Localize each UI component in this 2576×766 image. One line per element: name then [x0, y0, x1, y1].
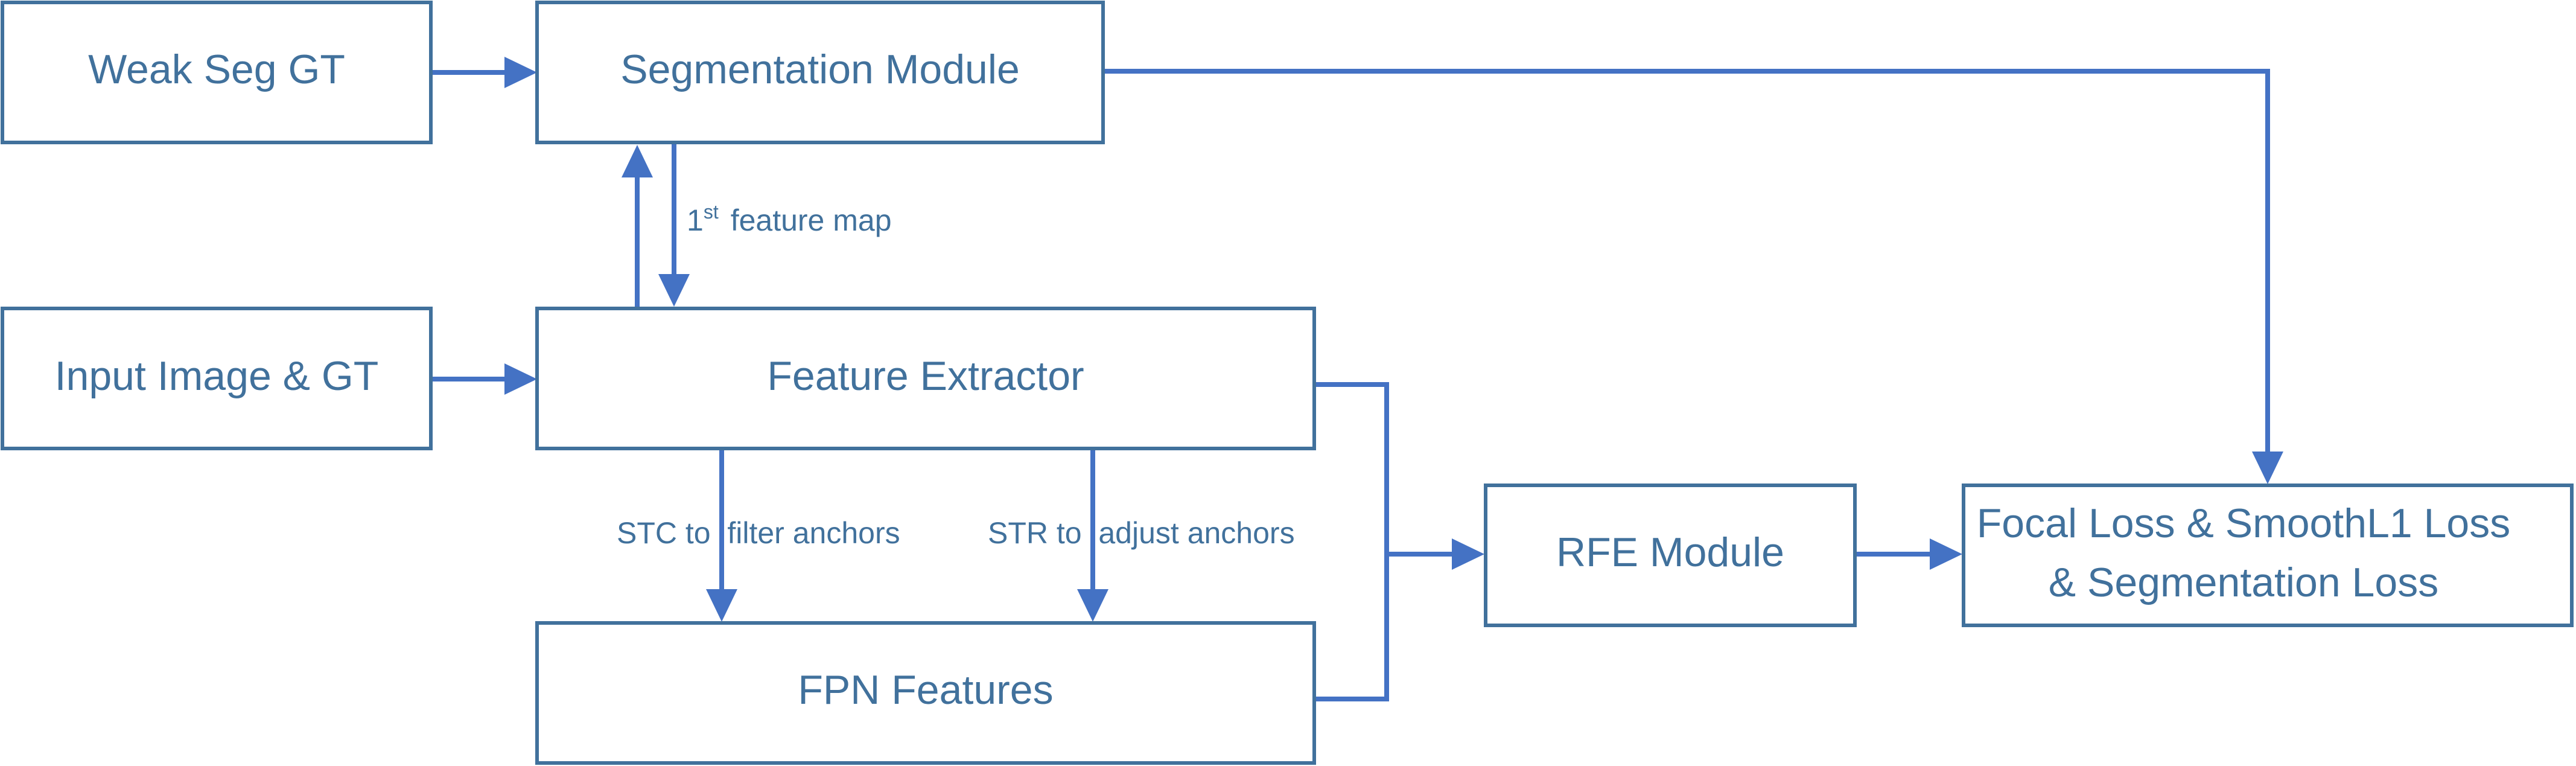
feature-extractor-label: Feature Extractor: [767, 353, 1084, 399]
edge-extractor-to-fpn-str: [1077, 447, 1108, 622]
weak-seg-gt-label: Weak Seg GT: [88, 46, 345, 92]
stc-label: STC to filter anchors: [617, 516, 900, 550]
segmentation-module-label: Segmentation Module: [620, 46, 1020, 92]
edge-merge-to-rfe: [1315, 382, 1484, 701]
edge-segmodule-to-loss: [1103, 69, 2283, 484]
segmentation-module-node: Segmentation Module: [535, 1, 1105, 144]
input-image-gt-label: Input Image & GT: [55, 353, 379, 399]
loss-label-line2: & Segmentation Loss: [2049, 560, 2438, 605]
weak-seg-gt-node: Weak Seg GT: [1, 1, 433, 144]
feature-map-text: feature map: [731, 203, 892, 237]
feature-map-label: 1st feature map: [687, 201, 892, 237]
rfe-module-node: RFE Module: [1484, 484, 1857, 627]
edge-extractor-to-fpn-stc: [706, 447, 737, 622]
fpn-features-node: FPN Features: [535, 621, 1316, 765]
edge-input-to-extractor: [431, 363, 537, 395]
input-image-gt-node: Input Image & GT: [1, 307, 433, 450]
feature-map-number: 1: [687, 203, 704, 237]
feature-extractor-node: Feature Extractor: [535, 307, 1316, 450]
fpn-features-label: FPN Features: [798, 667, 1053, 713]
edge-segmodule-to-extractor: [658, 144, 690, 307]
feature-map-superscript: st: [704, 201, 719, 223]
loss-label-line1: Focal Loss & SmoothL1 Loss: [1977, 500, 2510, 546]
edge-rfe-to-loss: [1855, 538, 1962, 570]
rfe-module-label: RFE Module: [1556, 529, 1784, 575]
edge-extractor-to-segmodule: [622, 145, 653, 307]
str-label: STR to adjust anchors: [988, 516, 1295, 550]
loss-node: Focal Loss & SmoothL1 Loss & Segmentatio…: [1962, 484, 2574, 627]
edge-weakseg-to-segmodule: [431, 57, 537, 88]
